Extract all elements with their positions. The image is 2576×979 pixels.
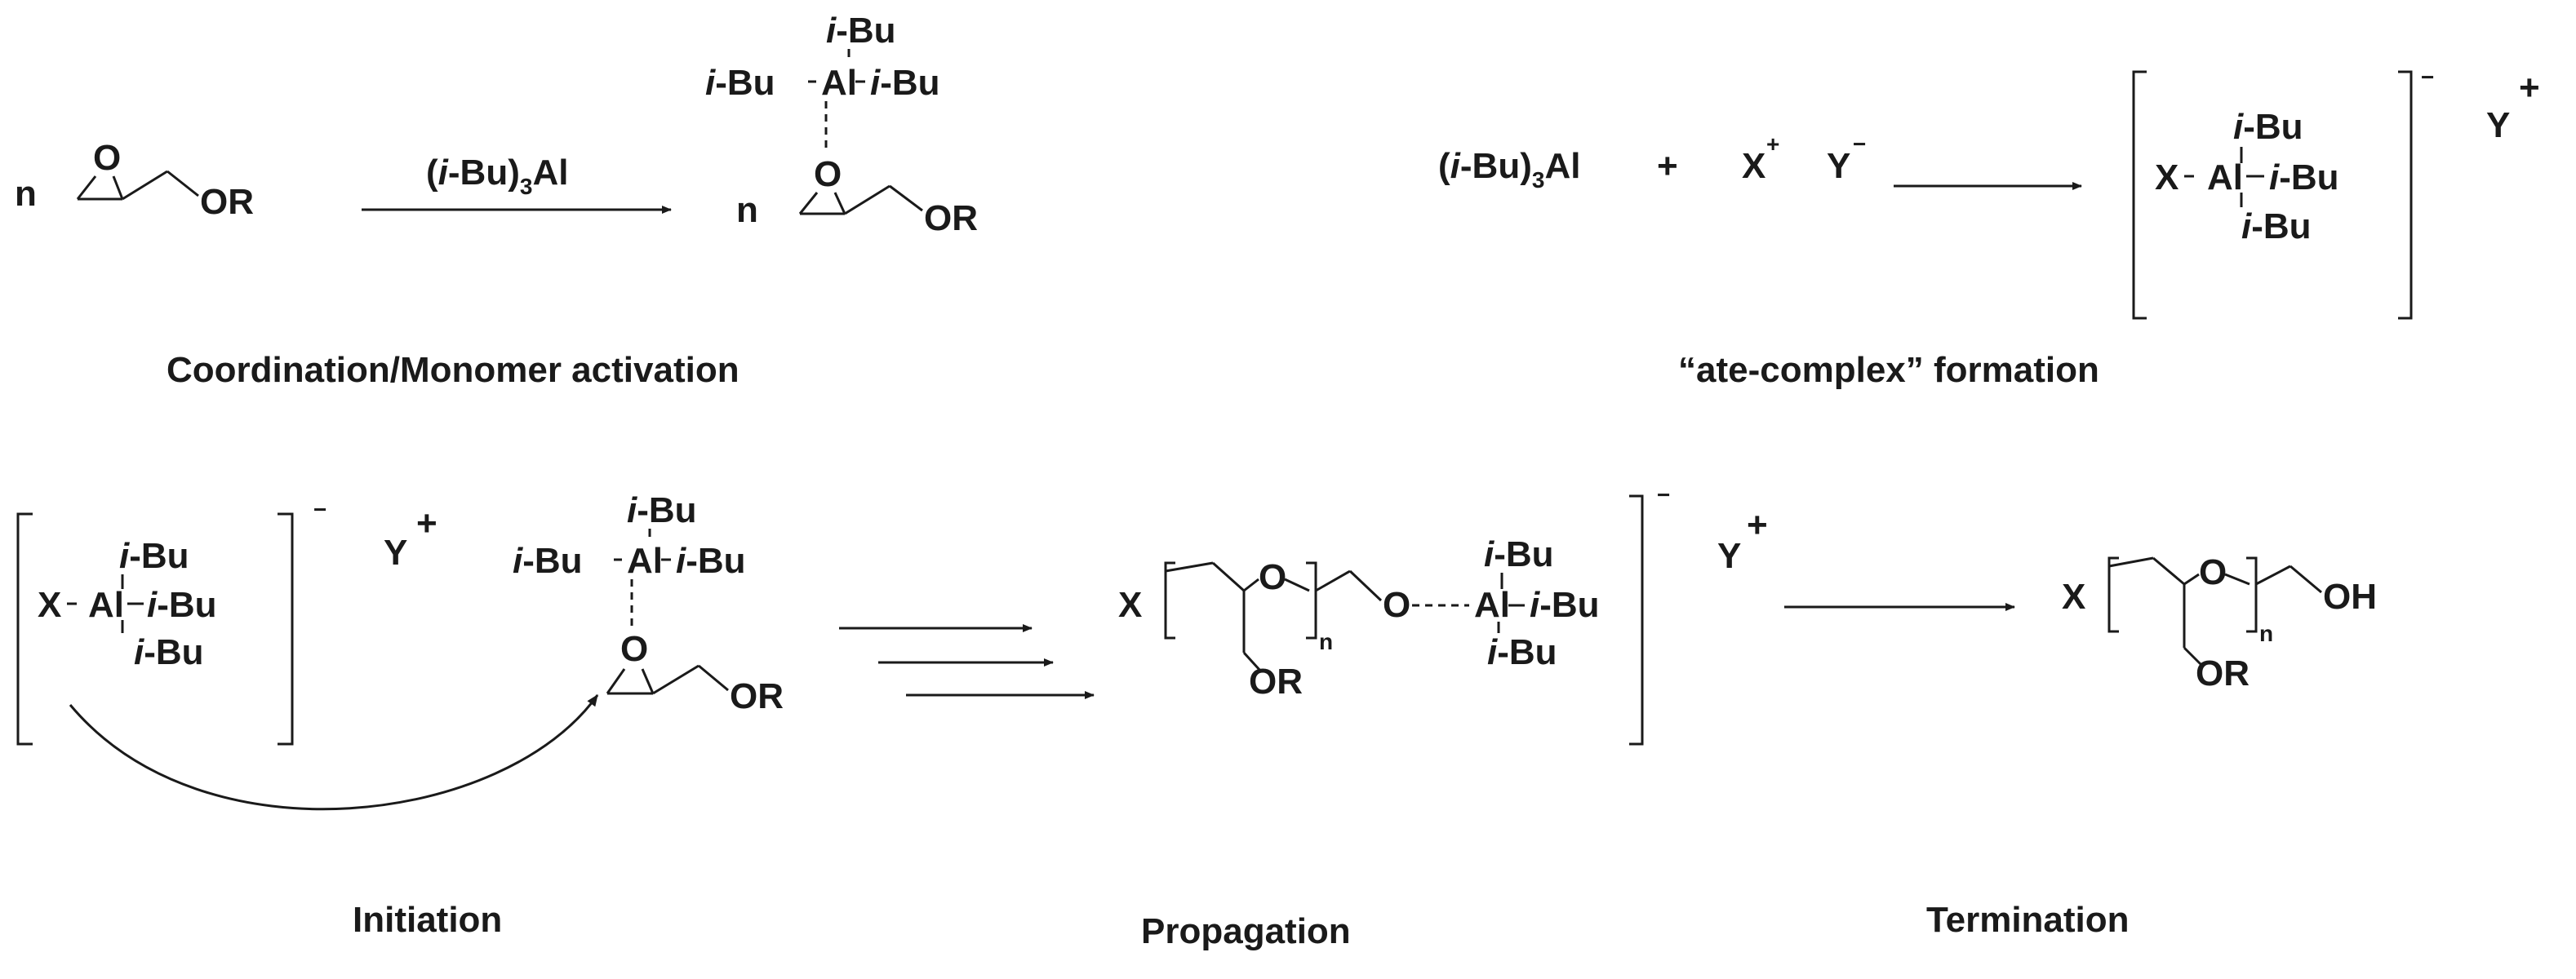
svg-text:n: n xyxy=(2259,621,2273,646)
ate-complex: − i-Bu X Al i-Bu i-Bu xyxy=(2132,64,2434,320)
svg-text:i-Bu: i-Bu xyxy=(2269,157,2339,197)
svg-text:OR: OR xyxy=(2196,653,2250,693)
svg-text:X: X xyxy=(2155,157,2178,197)
svg-text:i-Bu: i-Bu xyxy=(2233,107,2303,147)
svg-text:i-Bu: i-Bu xyxy=(1530,585,1600,625)
svg-text:−: − xyxy=(1853,131,1866,157)
svg-text:+: + xyxy=(1766,131,1779,157)
svg-text:+: + xyxy=(416,503,437,543)
svg-text:Al: Al xyxy=(1474,585,1510,625)
nucleophilic-attack-arrow xyxy=(69,694,599,811)
svg-text:OH: OH xyxy=(2323,577,2377,617)
svg-text:O: O xyxy=(1383,585,1410,625)
propagation-step: X OR O n O Al i-Bu i-Bu i-Bu − Y + Propa… xyxy=(1118,482,1768,951)
svg-text:i-Bu: i-Bu xyxy=(134,632,204,672)
svg-text:i-Bu: i-Bu xyxy=(627,490,697,530)
svg-text:i-Bu: i-Bu xyxy=(119,536,189,576)
initiation-step: − i-Bu X Al i-Bu i-Bu Y + i-Bu i-Bu Al i… xyxy=(16,490,784,940)
plus-sign: + xyxy=(1657,146,1678,186)
caption-termination: Termination xyxy=(1926,900,2130,940)
caption-initiation: Initiation xyxy=(353,900,502,940)
alkoxy-label: OR xyxy=(200,182,254,222)
svg-text:O: O xyxy=(620,629,648,669)
caption-propagation: Propagation xyxy=(1141,911,1351,951)
svg-text:Y: Y xyxy=(384,533,407,573)
stoich-n: n xyxy=(15,174,37,214)
svg-text:−: − xyxy=(2421,64,2434,90)
svg-text:i-Bu: i-Bu xyxy=(147,585,217,625)
svg-text:i-Bu: i-Bu xyxy=(513,541,583,581)
svg-text:Al: Al xyxy=(2207,157,2243,197)
svg-text:(i-Bu)3Al: (i-Bu)3Al xyxy=(426,153,568,199)
svg-text:Y: Y xyxy=(1717,536,1741,576)
svg-text:Al: Al xyxy=(627,541,663,581)
coordination-step: n O OR (i-Bu)3Al i-Bu i-Bu Al i-Bu xyxy=(15,11,978,390)
svg-text:O: O xyxy=(2199,552,2227,592)
svg-text:i-Bu: i-Bu xyxy=(826,11,896,51)
svg-text:X: X xyxy=(1742,146,1765,186)
svg-text:X: X xyxy=(2062,577,2085,617)
termination-step: X OR O n OH Termination xyxy=(1926,552,2377,940)
svg-text:(i-Bu)3Al: (i-Bu)3Al xyxy=(1438,146,1580,193)
svg-text:O: O xyxy=(814,154,842,194)
svg-text:i-Bu: i-Bu xyxy=(1484,534,1554,574)
caption-coordination: Coordination/Monomer activation xyxy=(167,350,739,390)
epoxide-monomer: O OR xyxy=(76,138,254,222)
svg-text:i-Bu: i-Bu xyxy=(705,63,775,103)
svg-text:i-Bu: i-Bu xyxy=(676,541,746,581)
svg-text:X: X xyxy=(38,585,61,625)
stoich-n-product: n xyxy=(736,190,758,230)
svg-text:−: − xyxy=(313,497,326,522)
svg-text:X: X xyxy=(1118,585,1142,625)
multi-step-arrows xyxy=(839,624,1095,699)
svg-text:OR: OR xyxy=(730,676,784,716)
epoxide-oxygen: O xyxy=(93,138,121,178)
ate-complex-step: (i-Bu)3Al + X + Y − − i-Bu X Al i-Bu i-B… xyxy=(1438,64,2540,390)
svg-text:−: − xyxy=(1657,482,1670,507)
aluminum-center: Al xyxy=(821,63,857,103)
activated-complex: i-Bu i-Bu Al i-Bu O OR n xyxy=(705,11,978,238)
svg-text:+: + xyxy=(1747,505,1768,545)
svg-text:Y: Y xyxy=(2486,105,2510,145)
svg-text:+: + xyxy=(2519,68,2540,108)
svg-text:i-Bu: i-Bu xyxy=(1487,632,1557,672)
caption-ate: “ate-complex” formation xyxy=(1678,350,2099,390)
svg-text:n: n xyxy=(1319,629,1333,654)
svg-text:OR: OR xyxy=(1249,662,1303,702)
svg-text:O: O xyxy=(1259,557,1286,597)
svg-text:i-Bu: i-Bu xyxy=(870,63,940,103)
svg-text:Y: Y xyxy=(1827,146,1850,186)
reagent-triisobutylaluminum: (i-Bu)3Al xyxy=(426,153,568,199)
svg-text:Al: Al xyxy=(88,585,124,625)
svg-text:OR: OR xyxy=(924,198,978,238)
svg-text:i-Bu: i-Bu xyxy=(2241,206,2312,246)
